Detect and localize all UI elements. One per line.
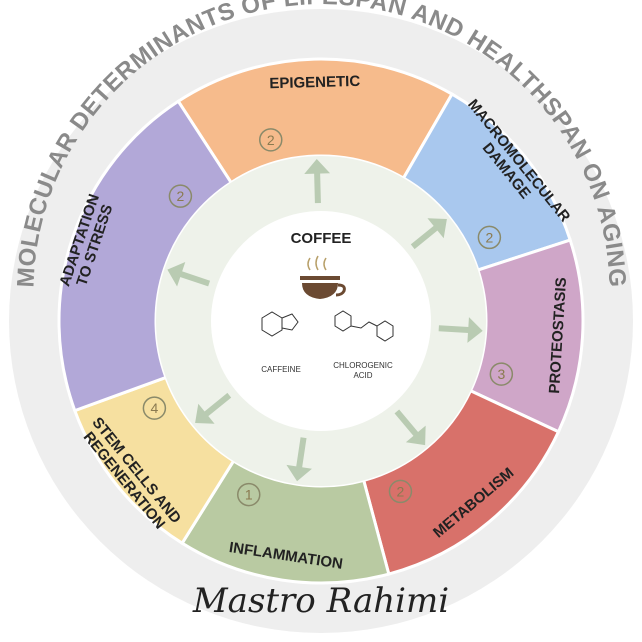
svg-text:2: 2 [177,188,185,204]
svg-text:2: 2 [267,132,275,148]
arrow-icon [394,409,426,446]
arrow-icon [195,392,232,424]
count-badge: 4 [142,396,167,420]
arrow-icon [304,159,331,204]
chlorogenic-label-2: ACID [353,371,372,380]
signature: Mastro Rahimi [192,581,449,621]
center-circle [211,211,431,431]
coffee-cup-icon [300,255,346,299]
count-badge: 2 [388,479,413,504]
svg-text:1: 1 [245,487,253,503]
arrows [167,159,483,482]
center-title: COFFEE [291,230,352,247]
count-badge: 2 [259,128,283,152]
arrow-icon [167,261,211,287]
caffeine-label: CAFFEINE [261,365,301,374]
arrow-icon [286,437,312,482]
svg-text:4: 4 [150,400,158,416]
svg-text:3: 3 [497,366,505,382]
svg-text:2: 2 [485,229,493,245]
count-badge: 2 [168,184,193,208]
count-badge: 3 [489,362,514,386]
count-badge: 1 [237,482,261,507]
arrow-icon [410,218,447,250]
segment-label: EPIGENETIC [269,73,360,92]
caffeine-structure-icon [261,311,299,337]
chlorogenic-acid-structure-icon [334,310,394,342]
svg-text:2: 2 [397,483,405,499]
arrow-icon [438,317,483,343]
chlorogenic-label-1: CHLOROGENIC [333,361,393,370]
count-badge: 2 [477,225,502,250]
